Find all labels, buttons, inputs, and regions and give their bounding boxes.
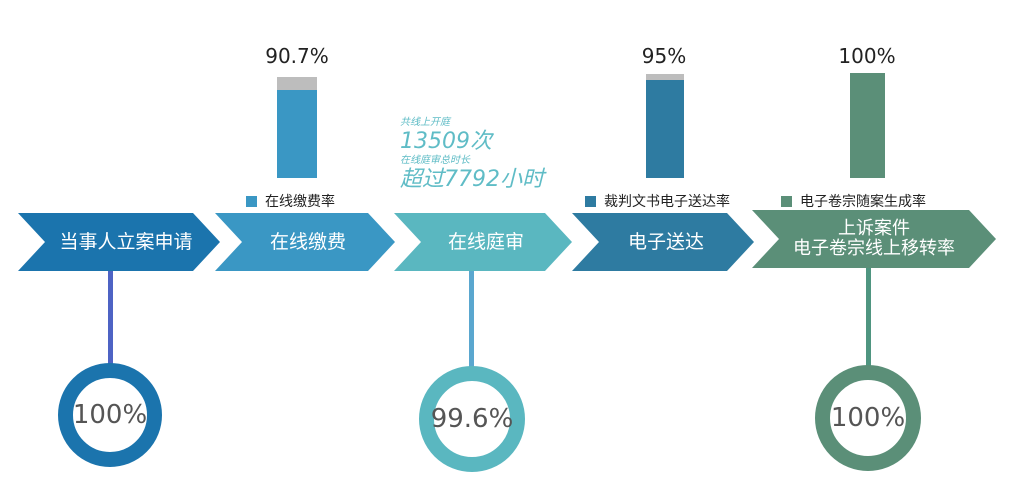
legend-swatch [585,195,596,207]
connector-stem-3 [866,268,871,368]
note-hearing-duration-value: 超过7792小时 [400,167,544,192]
chevron-shape [752,210,996,268]
bar-online-payment [277,90,317,178]
step-appeal-e-file-transfer: 上诉案件 电子卷宗线上移转率 [752,210,996,268]
legend-e-file: 电子卷宗随案生成率 [781,191,926,211]
bar-e-file [850,73,885,178]
chevron-shape [215,213,395,271]
connector-stem-1 [108,271,113,367]
note-online-hearings-count: 13509次 [400,129,492,154]
bar-e-delivery [646,80,684,178]
ring-value: 99.6% [430,404,514,434]
step-e-delivery: 电子送达 [572,213,754,271]
legend-label: 在线缴费率 [265,194,335,210]
chevron-shape [18,213,220,271]
step-label-line2: 电子卷宗线上移转率 [793,238,955,259]
step-online-hearing: 在线庭审 [394,213,572,271]
ring-value: 100% [72,400,148,430]
step-label: 在线缴费 [269,230,346,253]
bar-remainder-online-payment [277,77,317,90]
step-case-filing: 当事人立案申请 [18,213,220,271]
step-label: 在线庭审 [447,230,524,253]
bar-value-e-file: 100% [838,44,896,68]
note-online-hearings-label: 共线上开庭 [400,117,450,128]
ring-appeal-transfer: 100% [815,365,921,471]
step-label: 电子送达 [627,230,704,253]
bar-value-e-delivery: 95% [641,44,687,68]
legend-label: 电子卷宗随案生成率 [800,194,926,210]
step-label: 当事人立案申请 [59,230,193,253]
legend-swatch [781,195,792,207]
note-hearing-duration-label: 在线庭审总时长 [400,155,470,166]
step-label-line1: 上诉案件 [838,218,910,240]
bar-value-online-payment: 90.7% [265,44,329,68]
legend-e-delivery: 裁判文书电子送达率 [585,191,730,211]
legend-label: 裁判文书电子送达率 [604,194,730,210]
legend-online-payment: 在线缴费率 [246,191,335,211]
ring-case-filing: 100% [58,363,162,467]
chevron-shape [572,213,754,271]
legend-swatch [246,195,257,207]
ring-online-hearing: 99.6% [419,366,525,472]
step-online-payment: 在线缴费 [215,213,395,271]
ring-value: 100% [830,403,906,433]
bar-remainder-e-delivery [646,74,684,80]
chevron-shape [394,213,572,271]
connector-stem-2 [469,271,474,369]
